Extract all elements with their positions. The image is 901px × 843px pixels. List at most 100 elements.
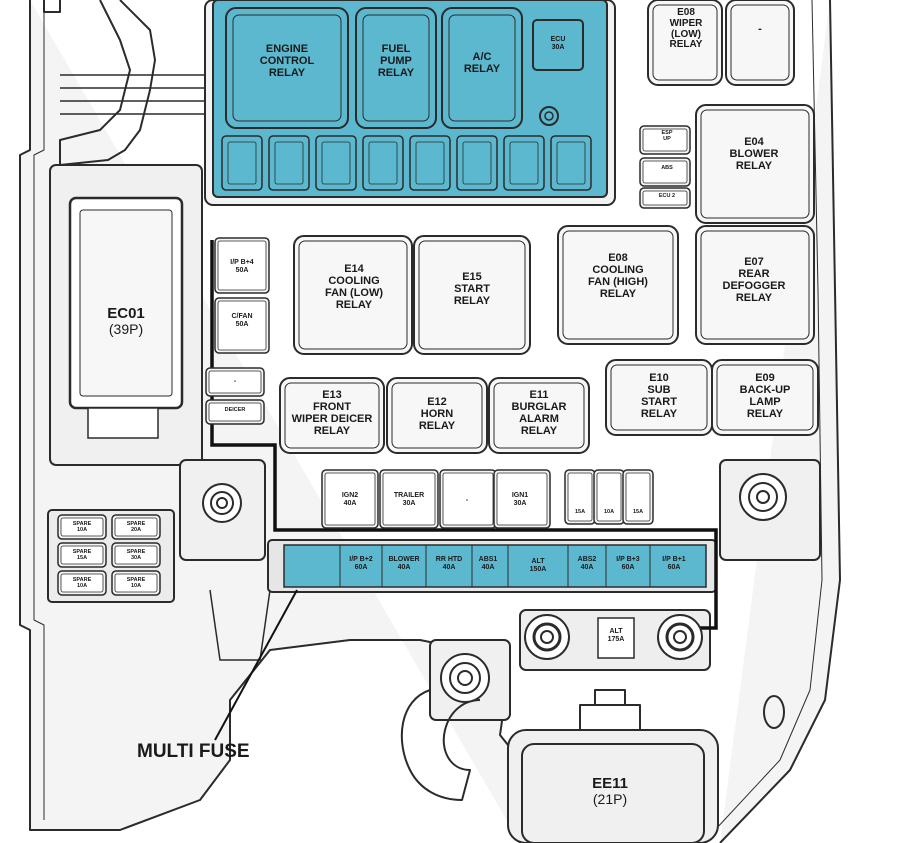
engine-control-relay-label: ENGINE CONTROL RELAY <box>259 43 315 79</box>
e12-relay-shape <box>386 377 488 454</box>
ign2-fuse-shape <box>321 469 379 529</box>
alt-175a-fuse-label: ALT 175A <box>607 628 625 643</box>
mini-fuse-3-label: 15A <box>632 509 644 515</box>
multi-fuse-abs1-label: ABS1 40A <box>478 556 498 571</box>
trailer-fuse-label: TRAILER 30A <box>393 492 425 507</box>
left-empty-fuse-shape <box>205 367 265 397</box>
e10-relay-label: E10 SUB START RELAY <box>640 372 678 420</box>
spare-fuse-3-shape <box>57 542 107 568</box>
e04-relay-shape <box>695 104 815 224</box>
spare-fuse-2-label: SPARE 20A <box>126 521 146 533</box>
e08-wiper-relay-shape <box>647 0 723 86</box>
spare-fuse-4-label: SPARE 30A <box>126 549 146 561</box>
spare-fuse-1-shape <box>57 514 107 540</box>
ee11-pins: (21P) <box>592 791 628 808</box>
bolt-alt-right <box>657 614 703 660</box>
ec01-pins: (39P) <box>108 321 144 338</box>
multi-fuse-ipb3-label: I/P B+3 60A <box>616 556 640 571</box>
e08-cooling-high-relay-label: E08 COOLING FAN (HIGH) RELAY <box>588 252 648 300</box>
mini-fuse-2-shape <box>593 469 625 525</box>
mini-fuse-2-label: 10A <box>603 509 615 515</box>
e10-relay-shape <box>605 359 713 436</box>
multi-fuse-rrhtd-label: RR HTD 40A <box>435 556 463 571</box>
callout-pointer <box>214 589 298 741</box>
blue-minifuse-1 <box>221 135 263 191</box>
ipb4-fuse-label: I/P B+4 50A <box>230 259 254 274</box>
blue-minifuse-8 <box>550 135 592 191</box>
bolt-left <box>202 483 242 523</box>
trailer-fuse-shape <box>379 469 439 529</box>
spare-fuse-3-label: SPARE 15A <box>72 549 92 561</box>
blue-minifuse-7 <box>503 135 545 191</box>
blue-minifuse-5 <box>409 135 451 191</box>
deicer-fuse-label: DEICER <box>224 407 246 413</box>
ign1-fuse-shape <box>493 469 551 529</box>
esp-up-fuse-label: ESP UP <box>661 130 673 142</box>
e15-relay-shape <box>413 235 531 355</box>
ecu-fuse-label: ECU 30A <box>550 36 566 51</box>
e11-relay-label: E11 BURGLAR ALARM RELAY <box>511 389 567 437</box>
ee11-connector-label: EE11 (21P) <box>560 760 660 824</box>
spare-fuse-5-label: SPARE 10A <box>72 577 92 589</box>
ee11-name: EE11 <box>592 775 628 793</box>
mini-fuse-1-shape <box>564 469 596 525</box>
e04-relay-label: E04 BLOWER RELAY <box>729 136 779 172</box>
spare-fuse-4-shape <box>111 542 161 568</box>
mid-empty-fuse-shape <box>439 469 497 529</box>
multi-fuse-ipb1-label: I/P B+1 60A <box>662 556 686 571</box>
e14-relay-label: E14 COOLING FAN (LOW) RELAY <box>324 263 384 311</box>
multi-fuse-ipb2-label: I/P B+2 60A <box>349 556 373 571</box>
e07-relay-label: E07 REAR DEFOGGER RELAY <box>722 256 786 304</box>
multi-fuse-callout: MULTI FUSE <box>137 741 250 762</box>
ec01-name: EC01 <box>107 305 145 323</box>
e14-relay-shape <box>293 235 413 355</box>
bolt-right <box>739 473 787 521</box>
e08-cooling-high-relay-shape <box>557 225 679 345</box>
spare-fuse-1-label: SPARE 10A <box>72 521 92 533</box>
spare-fuse-6-label: SPARE 10A <box>126 577 146 589</box>
multi-fuse-alt-label: ALT 150A <box>529 558 547 573</box>
e13-relay-shape <box>279 377 385 454</box>
e07-relay-shape <box>695 225 815 345</box>
e08-wiper-relay-label: E08 WIPER (LOW) RELAY <box>669 7 703 51</box>
ec01-connector-label: EC01 (39P) <box>76 290 176 354</box>
esp-up-fuse-shape <box>639 125 691 155</box>
abs-side-fuse-shape <box>639 157 691 187</box>
ecu2-fuse-shape <box>639 187 691 209</box>
cfan-fuse-label: C/FAN 50A <box>231 313 253 328</box>
blue-minifuse-4 <box>362 135 404 191</box>
abs-side-fuse-label: ABS <box>661 165 673 171</box>
e12-relay-label: E12 HORN RELAY <box>418 396 456 432</box>
spare-fuse-2-shape <box>111 514 161 540</box>
blue-minifuse-2 <box>268 135 310 191</box>
ipb4-fuse-shape <box>214 237 270 294</box>
e11-relay-shape <box>488 377 590 454</box>
e09-relay-label: E09 BACK-UP LAMP RELAY <box>739 372 791 420</box>
mini-fuse-3-shape <box>622 469 654 525</box>
left-empty-fuse-label: - <box>233 378 237 385</box>
bolt-alt-left <box>524 614 570 660</box>
multi-fuse-blower-label: BLOWER 40A <box>388 556 420 571</box>
e09-relay-shape <box>711 359 819 436</box>
fuel-pump-relay-label: FUEL PUMP RELAY <box>377 43 415 79</box>
deicer-fuse-shape <box>205 399 265 425</box>
top-right-empty-relay-label: - <box>758 23 762 35</box>
ign2-fuse-label: IGN2 40A <box>341 492 359 507</box>
mid-empty-fuse-label: - <box>465 497 469 504</box>
ac-relay-label: A/C RELAY <box>463 51 501 75</box>
spare-fuse-5-shape <box>57 570 107 596</box>
cfan-fuse-shape <box>214 297 270 354</box>
e13-relay-label: E13 FRONT WIPER DEICER RELAY <box>291 389 373 437</box>
multi-fuse-abs2-label: ABS2 40A <box>577 556 597 571</box>
multi-fuse-strip <box>283 544 707 588</box>
ign1-fuse-label: IGN1 30A <box>511 492 529 507</box>
e15-relay-label: E15 START RELAY <box>453 271 491 307</box>
top-right-empty-relay-shape <box>725 0 795 86</box>
blue-minifuse-3 <box>315 135 357 191</box>
blue-minifuse-6 <box>456 135 498 191</box>
bolt-lower <box>440 653 490 703</box>
spare-fuse-6-shape <box>111 570 161 596</box>
ecu2-fuse-label: ECU 2 <box>658 193 676 199</box>
